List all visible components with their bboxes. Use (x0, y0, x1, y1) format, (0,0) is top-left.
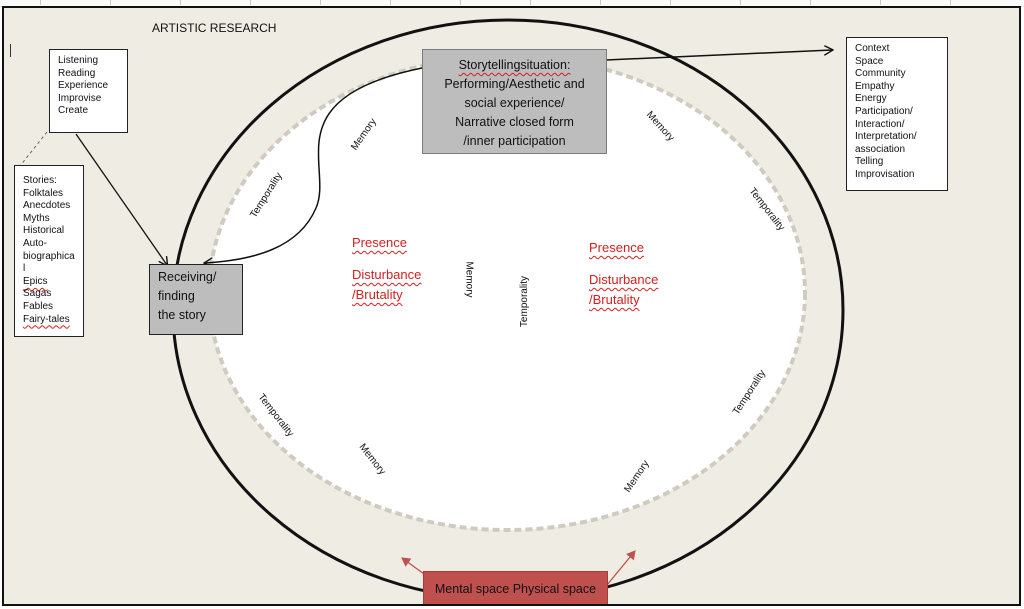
story-type-item: Anecdotes (23, 200, 71, 212)
story-type-item: Auto- (23, 237, 47, 249)
context-item: Space (855, 55, 884, 67)
practice-item: Experience (58, 80, 109, 92)
practice-item: Reading (58, 67, 96, 79)
practice-item: Improvise (58, 92, 102, 104)
disturbance-label: Disturbance (352, 267, 422, 282)
story-type-item: biographica (23, 250, 75, 262)
storytelling-line: Storytellingsituation: (458, 58, 571, 72)
presence-label: Presence (352, 235, 407, 250)
story-type-item: Epics (23, 275, 48, 287)
storytelling-line: /inner participation (463, 134, 566, 148)
story-type-item: l (23, 263, 26, 275)
diagram-title: ARTISTIC RESEARCH (152, 21, 277, 35)
context-item: Participation/ (855, 105, 913, 117)
story-type-item: Sagas (23, 288, 52, 300)
practices-stories-dashed-connector (19, 131, 48, 167)
mental-space-right-arrow (606, 550, 636, 586)
practices-box: Listening Reading Experience Improvise C… (49, 49, 128, 133)
story-type-item: Fairy-tales (23, 313, 70, 325)
diagram-page: ARTISTIC RESEARCH Listening Reading Expe… (2, 6, 1021, 606)
story-type-item: Historical (23, 225, 65, 237)
center-label-memory: Memory (463, 261, 475, 298)
mental-physical-space-label: Mental space Physical space (434, 582, 597, 596)
context-item: Telling (855, 156, 884, 168)
context-box: Context Space Community Empathy Energy P… (846, 37, 948, 191)
context-item: Empathy (855, 80, 895, 92)
story-type-item: Fables (23, 300, 54, 312)
stories-box: Stories: Folktales Anecdotes Myths Histo… (14, 165, 84, 337)
story-type-item: Folktales (23, 187, 64, 199)
context-item: Energy (855, 93, 887, 105)
story-type-item: Stories: (23, 175, 57, 186)
right-presence-group: Presence Disturbance /Brutality (589, 238, 658, 310)
presence-label: Presence (589, 240, 644, 255)
practices-to-receiving-arrow (75, 133, 167, 265)
storytelling-line: Narrative closed form (455, 115, 574, 129)
storytelling-line: Performing/Aesthetic and (444, 77, 585, 91)
brutality-label: /Brutality (352, 287, 403, 302)
context-item: Context (855, 43, 890, 54)
context-item: Interpretation/ (855, 131, 917, 143)
brutality-label: /Brutality (589, 292, 640, 307)
receiving-line: Receiving/ (158, 270, 217, 284)
left-presence-group: Presence Disturbance /Brutality (352, 233, 421, 305)
context-item: Community (855, 68, 906, 80)
context-item: Improvisation (855, 168, 915, 180)
context-item: association (855, 143, 906, 155)
receiving-line: finding (158, 289, 195, 303)
storytelling-to-context-arrow (605, 50, 832, 61)
context-item: Interaction/ (855, 118, 905, 130)
receiving-line: the story (158, 308, 206, 322)
practice-item: Create (58, 105, 89, 117)
storytelling-line: social experience/ (464, 96, 565, 110)
text-cursor (10, 44, 11, 57)
storytelling-situation-box: Storytellingsituation: Performing/Aesthe… (422, 49, 607, 154)
receiving-story-box: Receiving/ finding the story (149, 264, 243, 335)
practice-item: Listening (58, 55, 99, 66)
disturbance-label: Disturbance (589, 272, 659, 287)
story-type-item: Myths (23, 212, 50, 224)
storytelling-to-receiving-arrow (205, 67, 423, 263)
center-label-temporality: Temporality (519, 275, 531, 328)
mental-physical-space-box: Mental space Physical space (423, 571, 608, 604)
